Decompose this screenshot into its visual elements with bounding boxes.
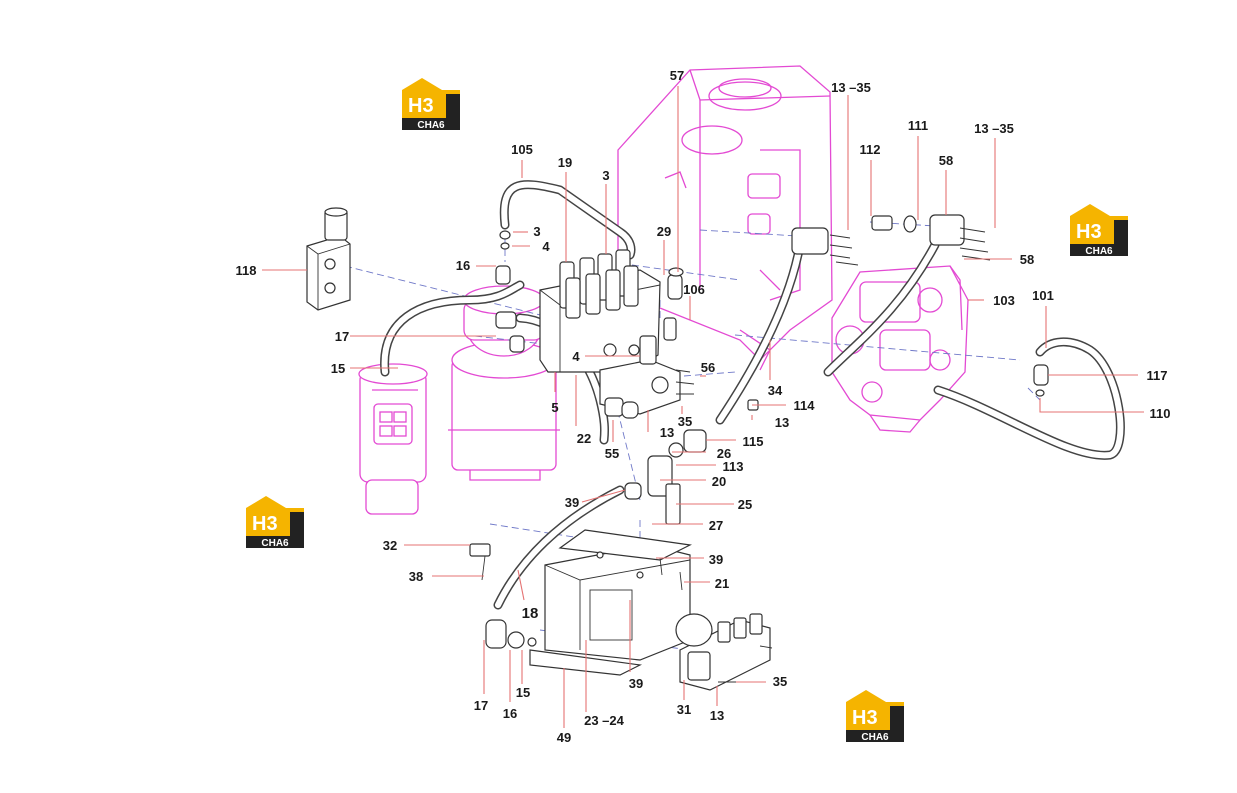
callout: 13 (775, 415, 789, 430)
callout-labels: 57 13 –35 111 13 –35 112 105 19 58 3 3 4… (236, 68, 1171, 745)
callout: 103 (993, 293, 1015, 308)
brand-logo: H3 CHA6 (846, 690, 904, 743)
callout: 113 (723, 459, 744, 474)
rotary-joint-outline (358, 363, 428, 515)
callout: 110 (1150, 406, 1171, 421)
logo-mark-text: H3 (252, 513, 278, 535)
brand-logo: H3 CHA6 (246, 496, 304, 549)
callout: 118 (236, 263, 257, 278)
mounting-bracket (529, 529, 692, 676)
callout: 19 (558, 155, 572, 170)
callout: 57 (670, 68, 684, 83)
callout: 13 (710, 708, 724, 723)
callout: 3 (602, 168, 609, 183)
callout: 13 (660, 425, 674, 440)
callout: 49 (557, 730, 571, 745)
callout: 23 –24 (584, 713, 625, 728)
callout: 3 (533, 224, 540, 239)
callout: 15 (331, 361, 345, 376)
main-pump-outline (831, 265, 969, 433)
callout: 17 (335, 329, 349, 344)
callout: 106 (683, 282, 705, 297)
callout: 18 (522, 605, 539, 622)
logo-sub-text: CHA6 (261, 538, 289, 549)
callout: 112 (860, 142, 881, 157)
callout: 111 (908, 118, 928, 133)
callout: 58 (939, 153, 953, 168)
callout: 4 (542, 239, 550, 254)
callout: 21 (715, 576, 729, 591)
callout: 29 (657, 224, 671, 239)
leader-lines (262, 86, 1144, 728)
callout: 56 (701, 360, 715, 375)
callout: 22 (577, 431, 591, 446)
callout: 4 (572, 349, 580, 364)
callout: 26 (717, 446, 731, 461)
callout: 114 (794, 398, 816, 413)
callout: 35 (678, 414, 692, 429)
callout: 34 (768, 383, 783, 398)
callout: 13 –35 (974, 121, 1014, 136)
callout: 38 (409, 569, 423, 584)
logo-mark-text: H3 (408, 95, 434, 117)
logo-sub-text: CHA6 (861, 732, 889, 743)
callout: 5 (551, 400, 558, 415)
callout: 31 (677, 702, 691, 717)
callout: 105 (511, 142, 533, 157)
callout: 32 (383, 538, 397, 553)
callout: 16 (456, 258, 470, 273)
brand-logo: H3 CHA6 (402, 78, 460, 131)
callout: 115 (743, 434, 764, 449)
valve-block-118 (306, 207, 351, 311)
logo-mark-text: H3 (852, 707, 878, 729)
brand-logo: H3 CHA6 (1070, 204, 1128, 257)
callout: 101 (1032, 288, 1054, 303)
callout: 39 (629, 676, 643, 691)
callout: 55 (605, 446, 619, 461)
callout: 39 (565, 495, 579, 510)
callout: 13 –35 (831, 80, 871, 95)
callout: 20 (712, 474, 726, 489)
bolts (659, 227, 991, 683)
callout: 25 (738, 497, 752, 512)
callout: 58 (1020, 252, 1034, 267)
callout: 39 (709, 552, 723, 567)
logo-sub-text: CHA6 (417, 120, 445, 131)
callout: 15 (516, 685, 530, 700)
callout: 35 (773, 674, 787, 689)
logo-sub-text: CHA6 (1085, 246, 1113, 257)
block-valve-assembly (599, 317, 681, 419)
callout: 27 (709, 518, 723, 533)
callout: 17 (474, 698, 488, 713)
logo-mark-text: H3 (1076, 221, 1102, 243)
callout: 16 (503, 706, 517, 721)
fittings-small-parts (469, 214, 1049, 649)
callout: 117 (1147, 368, 1168, 383)
small-manifold (675, 613, 771, 691)
control-valve (539, 249, 661, 373)
hydraulic-hoses (380, 180, 1125, 610)
